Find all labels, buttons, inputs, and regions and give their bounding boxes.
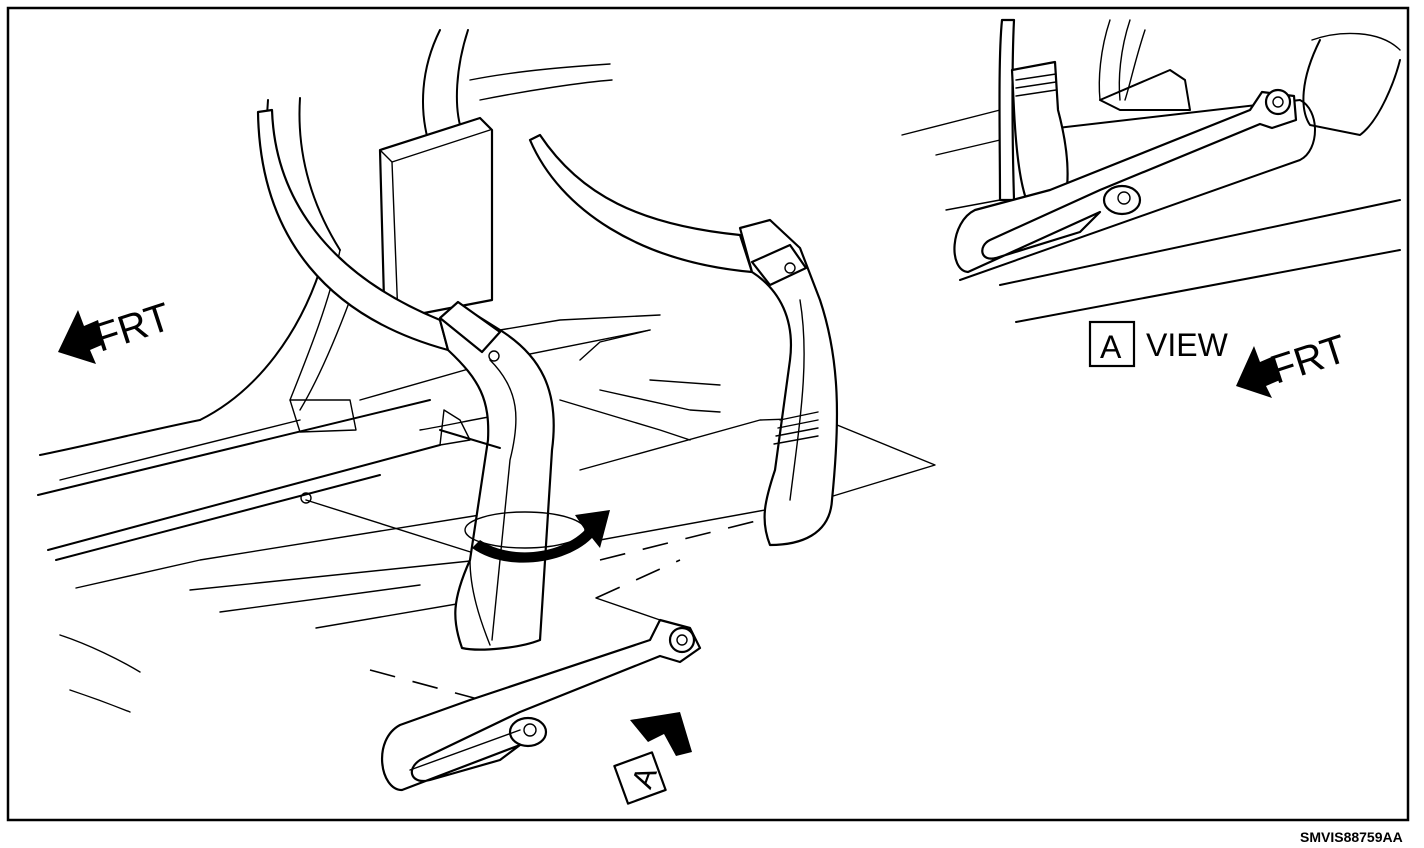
view-label-box	[1088, 320, 1136, 368]
inset-vehicle-body	[901, 19, 1401, 323]
view-label-word: VIEW	[1146, 327, 1229, 363]
view-label-letter: A	[1100, 329, 1122, 365]
frt-label: FRT	[89, 295, 176, 361]
inset-frt-label: FRT	[1265, 327, 1352, 393]
inset-front-direction-arrow-icon	[1236, 346, 1280, 398]
inset-buckle-anchor	[953, 88, 1298, 274]
figure-code: SMVIS88759AA	[1300, 829, 1403, 845]
main-illustration: FRT A	[37, 29, 936, 805]
inset-seat-belt	[998, 18, 1069, 210]
view-a-pointer-arrow-icon	[613, 712, 692, 805]
vehicle-body	[37, 29, 721, 561]
buckle-anchor	[380, 618, 702, 792]
seat-back	[378, 116, 494, 320]
front-direction-arrow-icon	[58, 310, 104, 364]
rotation-arrow-icon	[464, 510, 610, 563]
view-a-illustration: A VIEW FRT	[901, 18, 1401, 398]
diagram-border	[6, 6, 1410, 822]
right-seat-belt	[528, 133, 839, 547]
left-seat-belt	[256, 108, 555, 651]
